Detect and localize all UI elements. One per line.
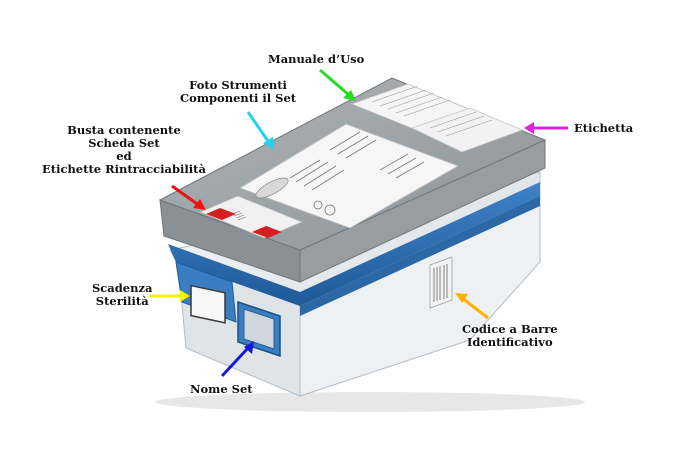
instrument-photo-sheet [238, 123, 460, 229]
label-codice-line-2: Identificativo [466, 335, 553, 349]
name-set-card [243, 308, 275, 350]
label-busta: Busta contenente Scheda Set ed Etichette… [42, 124, 206, 176]
blue-band [168, 182, 540, 306]
pouch-red-mark [206, 208, 236, 220]
ring-photo [324, 204, 336, 216]
pouch-red-mark-2 [252, 226, 282, 238]
tray-photo [255, 177, 289, 199]
expiry-label-holder [190, 284, 226, 324]
arrow-etichetta [524, 122, 568, 134]
etichetta-text-lines [429, 111, 493, 137]
label-foto-line-1: Foto Strumenti [189, 78, 287, 92]
label-busta-line-4: Etichette Rintracciabilità [42, 162, 206, 176]
label-nome: Nome Set [190, 383, 253, 396]
manual-text-lines [371, 85, 451, 117]
arrow-manuale [319, 68, 356, 101]
traceability-pouch [198, 195, 304, 239]
barcode-label [429, 256, 453, 309]
label-manuale: Manuale d’Uso [268, 53, 364, 66]
ring-photo-2 [313, 200, 323, 210]
arrow-foto [246, 111, 274, 150]
label-manuale-line-1: Manuale d’Uso [268, 52, 365, 66]
label-scadenza-line-2: Sterilità [95, 294, 149, 308]
floor-shadow [155, 392, 585, 412]
label-scadenza-line-1: Scadenza [92, 281, 153, 295]
pouch-barcode [231, 210, 247, 221]
label-nome-line-1: Nome Set [190, 382, 253, 396]
label-codice-line-1: Codice a Barre [462, 322, 558, 336]
label-busta-line-2: Scheda Set [88, 136, 160, 150]
arrow-busta [171, 184, 206, 210]
etichetta-sheet [410, 107, 524, 153]
label-busta-line-1: Busta contenente [67, 123, 181, 137]
label-scadenza: Scadenza Sterilità [92, 282, 152, 308]
instrument-sketches [289, 131, 425, 191]
arrow-codice [455, 293, 489, 320]
label-foto-line-2: Componenti il Set [180, 91, 297, 105]
label-etichetta-line-1: Etichetta [574, 121, 634, 135]
barcode-lines [433, 264, 448, 302]
label-foto: Foto Strumenti Componenti il Set [180, 79, 296, 105]
label-etichetta: Etichetta [574, 122, 633, 135]
label-codice: Codice a Barre Identificativo [462, 323, 558, 349]
blue-band-side [300, 196, 540, 316]
arrow-nome [220, 341, 254, 378]
arrow-scadenza [150, 290, 190, 302]
label-busta-line-3: ed [116, 149, 132, 163]
